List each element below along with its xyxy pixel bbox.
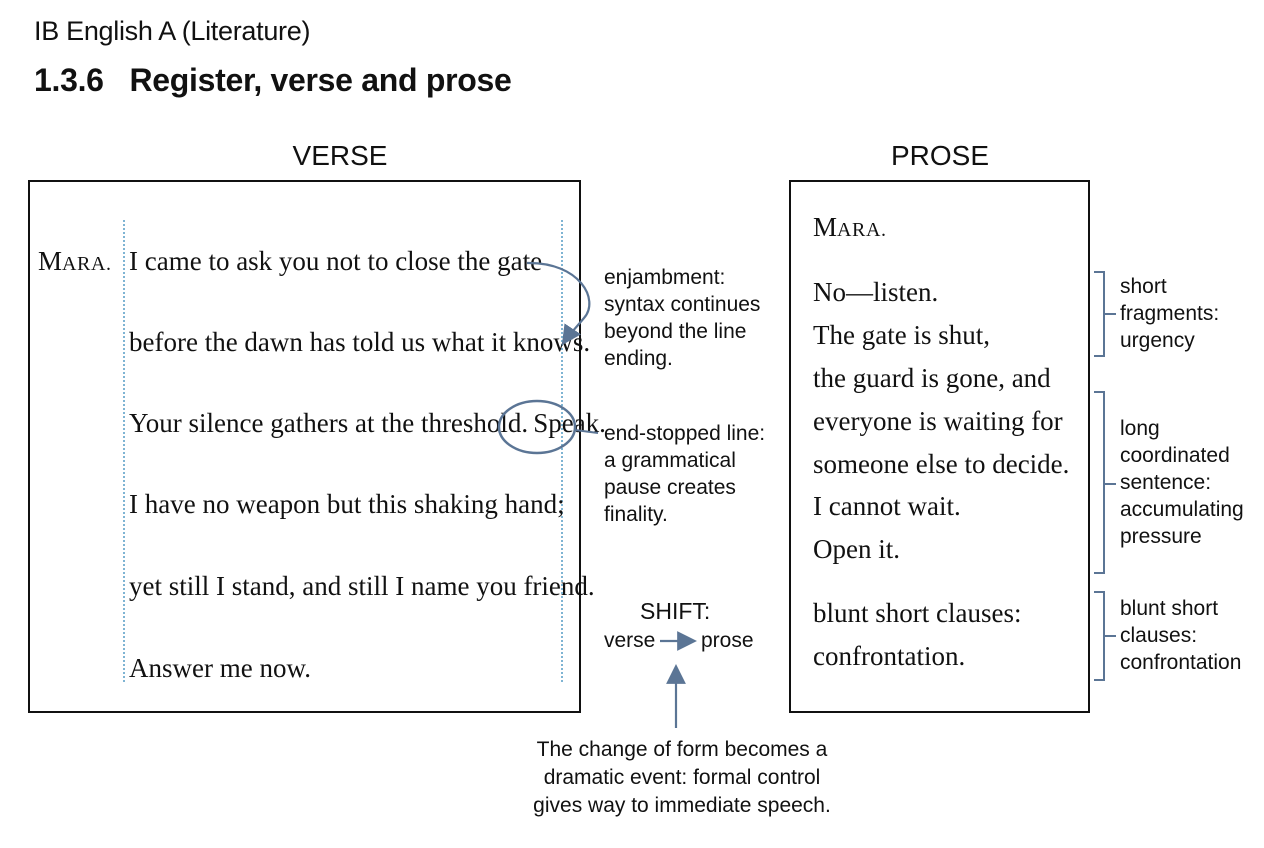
prose-line-2: The gate is shut, [813, 320, 990, 350]
subject-label: IB English A (Literature) [34, 16, 311, 46]
blunt-clauses-note: blunt short clauses: confrontation [1120, 597, 1242, 674]
enjambment-note: enjambment: syntax continues beyond the … [604, 266, 761, 370]
short-fragments-bracket [1094, 271, 1116, 357]
long-sentence-bracket [1094, 391, 1116, 574]
verse-line-6: Answer me now. [129, 653, 311, 683]
verse-line-1: I came to ask you not to close the gate [129, 246, 543, 276]
section-number: 1.3.6 [34, 62, 104, 98]
prose-line-3: the guard is gone, and [813, 363, 1051, 393]
end-stopped-connector [574, 429, 599, 434]
prose-line-9: confrontation. [813, 641, 966, 671]
prose-line-7: Open it. [813, 534, 900, 564]
prose-line-1: No—listen. [813, 277, 939, 307]
short-fragments-note: short fragments: urgency [1120, 275, 1220, 352]
verse-line-4: I have no weapon but this shaking hand; [129, 489, 565, 519]
prose-box [789, 180, 1090, 713]
prose-speaker-name: MARA. [813, 212, 887, 242]
verse-heading: VERSE [292, 140, 388, 171]
shift-to: prose [701, 629, 754, 652]
verse-left-guide [123, 220, 125, 682]
change-of-form-note: The change of form becomes a dramatic ev… [533, 738, 831, 817]
verse-line-3-text: Your silence gathers at the threshold. [129, 408, 529, 438]
prose-line-6: I cannot wait. [813, 491, 961, 521]
shift-title: SHIFT: [640, 598, 711, 624]
verse-right-guide [561, 220, 563, 682]
verse-speaker-name: MARA. [38, 246, 112, 276]
long-sentence-note: long coordinated sentence: accumulating … [1120, 417, 1244, 548]
prose-line-4: everyone is waiting for [813, 406, 1063, 436]
section-title-text: Register, verse and prose [129, 62, 512, 98]
enjambment-arrow [526, 261, 591, 346]
prose-heading: PROSE [890, 140, 990, 171]
end-stopped-note: end-stopped line: a grammatical pause cr… [604, 422, 766, 526]
prose-line-8: blunt short clauses: [813, 598, 1022, 628]
verse-box [28, 180, 581, 713]
blunt-clauses-bracket [1094, 591, 1116, 681]
section-title: 1.3.6 Register, verse and prose [34, 62, 512, 99]
speak-circle [497, 399, 577, 455]
prose-line-5: someone else to decide. [813, 449, 1070, 479]
shift-from: verse [604, 629, 656, 652]
verse-line-2: before the dawn has told us what it know… [129, 327, 591, 357]
verse-line-5: yet still I stand, and still I name you … [129, 571, 595, 601]
